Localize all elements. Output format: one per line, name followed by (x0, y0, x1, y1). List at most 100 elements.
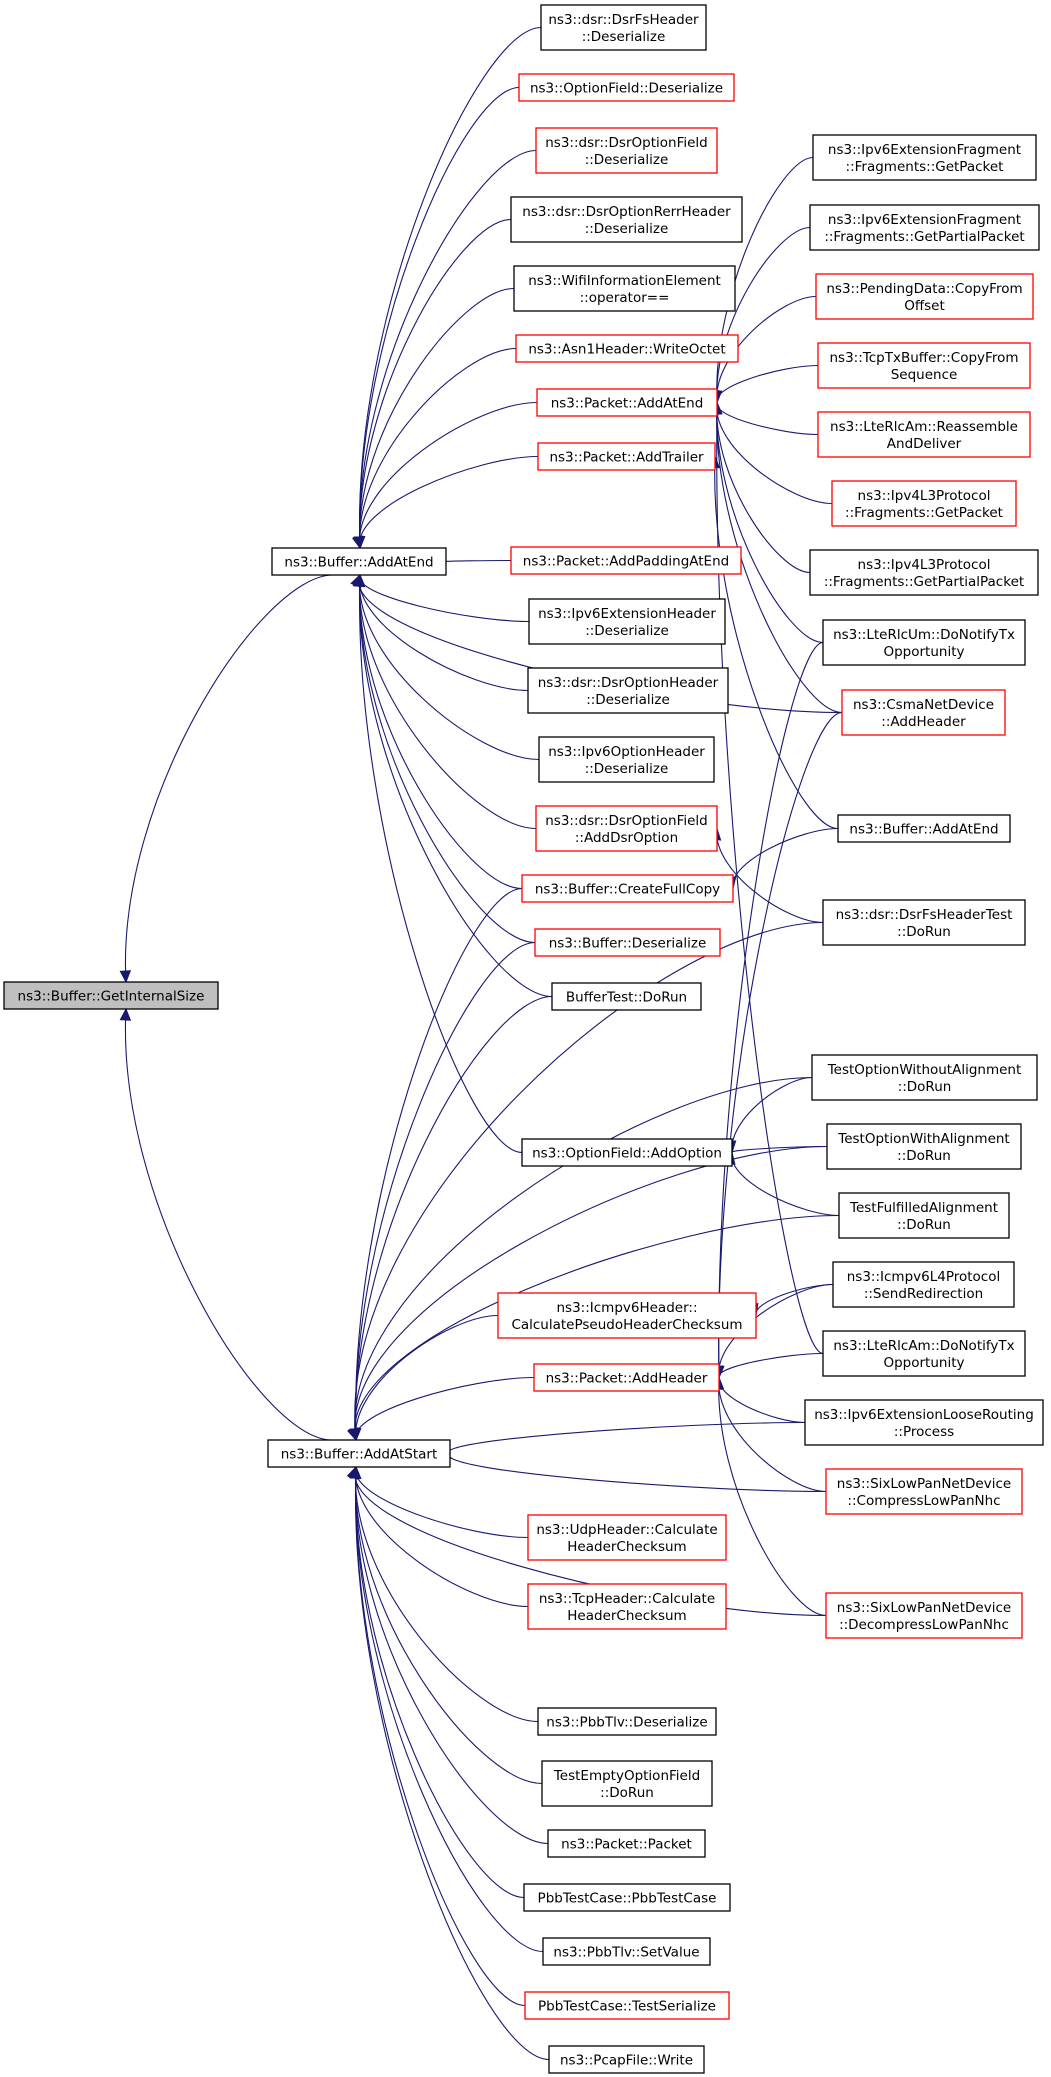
node-box (822, 1330, 1026, 1377)
node-icmpv6-send-redirect[interactable]: ns3::Icmpv6L4Protocol::SendRedirection (832, 1261, 1015, 1308)
node-label-line: ::AddDsrOption (575, 830, 678, 846)
node-label-line: ::DoRun (897, 1148, 951, 1164)
node-packet-add-padding[interactable]: ns3::Packet::AddPaddingAtEnd (510, 546, 742, 575)
node-csma-add-header[interactable]: ns3::CsmaNetDevice::AddHeader (841, 689, 1006, 736)
node-buffer-add-at-end2[interactable]: ns3::Buffer::AddAtEnd (837, 814, 1011, 843)
node-label-line: ::DecompressLowPanNhc (839, 1617, 1009, 1633)
node-label-line: ::Deserialize (585, 152, 669, 168)
node-test-empty-option-field[interactable]: TestEmptyOptionField::DoRun (541, 1760, 713, 1807)
node-label-line: ns3::Packet::AddHeader (546, 1371, 708, 1387)
edge-packet-add-at-end-to-add-at-end (359, 401, 538, 549)
node-ipv6-loose-routing[interactable]: ns3::Ipv6ExtensionLooseRouting::Process (804, 1399, 1044, 1446)
node-six-low-pan-compress[interactable]: ns3::SixLowPanNetDevice::CompressLowPanN… (825, 1468, 1023, 1515)
node-asn1-write-octet[interactable]: ns3::Asn1Header::WriteOctet (515, 334, 739, 363)
edge-buffer-test-do-run-to-add-at-start (354, 995, 553, 1441)
edge-buffer-create-full-copy-to-add-at-end (359, 574, 523, 890)
node-label-line: ns3::OptionField::Deserialize (530, 81, 723, 97)
node-test-fulfilled[interactable]: TestFulfilledAlignment::DoRun (838, 1192, 1010, 1239)
node-label-line: ::Deserialize (582, 29, 666, 45)
node-pbb-test-case[interactable]: PbbTestCase::PbbTestCase (523, 1883, 731, 1912)
node-test-option-with[interactable]: TestOptionWithAlignment::DoRun (826, 1123, 1022, 1170)
node-label-line: Sequence (891, 367, 958, 383)
node-label-line: ns3::LteRlcAm::DoNotifyTx (833, 1338, 1014, 1354)
node-label-line: TestFulfilledAlignment (849, 1200, 998, 1216)
node-pbb-tlv-set-value[interactable]: ns3::PbbTlv::SetValue (542, 1937, 711, 1966)
node-dsr-fs-header-deser[interactable]: ns3::dsr::DsrFsHeader::Deserialize (540, 4, 707, 51)
node-box (510, 546, 742, 575)
edge-ipv4-frag-get-packet-to-packet-add-at-end (716, 402, 833, 505)
node-label-line: ::Fragments::GetPartialPacket (824, 229, 1024, 245)
edge-test-empty-option-field-to-add-at-start (355, 1466, 543, 1785)
edge-lte-rlc-um-notify-to-packet-add-at-end (716, 402, 824, 644)
node-label-line: ns3::dsr::DsrOptionRerrHeader (522, 204, 731, 220)
node-option-field-deser[interactable]: ns3::OptionField::Deserialize (518, 73, 735, 102)
node-label-line: PbbTestCase::TestSerialize (538, 1999, 716, 2015)
node-label-line: AndDeliver (887, 436, 962, 452)
node-six-low-pan-decompress[interactable]: ns3::SixLowPanNetDevice::DecompressLowPa… (825, 1592, 1023, 1639)
edge-buffer-deserialize-to-add-at-end (359, 574, 536, 944)
node-label-line: ::SendRedirection (864, 1286, 983, 1302)
arrowhead (350, 573, 362, 588)
arrowhead (351, 535, 364, 550)
node-label-line: HeaderChecksum (567, 1539, 686, 1555)
node-dsr-option-field-add[interactable]: ns3::dsr::DsrOptionField::AddDsrOption (535, 805, 718, 852)
node-add-at-end[interactable]: ns3::Buffer::AddAtEnd (271, 547, 447, 576)
node-buffer-create-full-copy[interactable]: ns3::Buffer::CreateFullCopy (521, 874, 734, 903)
edge-dsr-fs-header-deser-to-add-at-end (359, 26, 542, 549)
node-label-line: ::DoRun (897, 1217, 951, 1233)
node-buffer-deserialize[interactable]: ns3::Buffer::Deserialize (534, 928, 721, 957)
node-buffer-test-do-run[interactable]: BufferTest::DoRun (551, 982, 702, 1011)
node-box (837, 814, 1011, 843)
node-packet-add-trailer[interactable]: ns3::Packet::AddTrailer (537, 442, 716, 471)
node-pcap-file-write[interactable]: ns3::PcapFile::Write (548, 2045, 705, 2074)
node-box (521, 874, 734, 903)
node-packet-add-at-end[interactable]: ns3::Packet::AddAtEnd (536, 388, 718, 417)
node-ipv6-frag-get-partial[interactable]: ns3::Ipv6ExtensionFragment::Fragments::G… (809, 204, 1040, 251)
edge-lte-rlc-am-notify-to-packet-add-header (718, 1352, 824, 1378)
node-packet-packet[interactable]: ns3::Packet::Packet (547, 1829, 706, 1858)
node-box (832, 1261, 1015, 1308)
node-dsr-fs-header-test[interactable]: ns3::dsr::DsrFsHeaderTest::DoRun (822, 899, 1026, 946)
node-add-at-start[interactable]: ns3::Buffer::AddAtStart (267, 1439, 451, 1468)
node-root[interactable]: ns3::Buffer::GetInternalSize (3, 981, 219, 1010)
edge-ipv6-loose-routing-to-packet-add-header (718, 1377, 806, 1424)
node-pbb-tlv-deser[interactable]: ns3::PbbTlv::Deserialize (537, 1707, 717, 1736)
node-label-line: ns3::dsr::DsrFsHeaderTest (836, 907, 1013, 923)
node-box (535, 127, 718, 174)
node-icmpv6-calc-checksum[interactable]: ns3::Icmpv6Header::CalculatePseudoHeader… (497, 1292, 757, 1339)
node-ipv6-option-header-deser[interactable]: ns3::Ipv6OptionHeader::Deserialize (538, 736, 715, 783)
node-label-line: ::Deserialize (585, 623, 669, 639)
node-label-line: ns3::UdpHeader::Calculate (536, 1522, 717, 1538)
node-test-option-without[interactable]: TestOptionWithoutAlignment::DoRun (811, 1054, 1038, 1101)
node-ipv6-ext-header-deser[interactable]: ns3::Ipv6ExtensionHeader::Deserialize (528, 598, 726, 645)
node-option-field-add-option[interactable]: ns3::OptionField::AddOption (521, 1138, 733, 1167)
node-wifi-info-elem[interactable]: ns3::WifiInformationElement::operator== (513, 265, 736, 312)
node-dsr-option-header-deser[interactable]: ns3::dsr::DsrOptionHeader::Deserialize (527, 667, 729, 714)
node-label-line: PbbTestCase::PbbTestCase (538, 1891, 717, 1907)
node-ipv4-frag-get-partial[interactable]: ns3::Ipv4L3Protocol::Fragments::GetParti… (809, 549, 1039, 596)
node-packet-add-header[interactable]: ns3::Packet::AddHeader (533, 1363, 720, 1392)
node-box (528, 598, 726, 645)
node-box (817, 342, 1031, 389)
node-ipv6-frag-get-packet[interactable]: ns3::Ipv6ExtensionFragment::Fragments::G… (812, 134, 1037, 181)
node-label-line: ::Fragments::GetPacket (845, 505, 1003, 521)
node-box (513, 265, 736, 312)
node-box (542, 1937, 711, 1966)
node-label-line: ::CompressLowPanNhc (847, 1493, 1000, 1509)
node-label-line: ns3::Asn1Header::WriteOctet (528, 342, 725, 358)
node-dsr-option-rerr-deser[interactable]: ns3::dsr::DsrOptionRerrHeader::Deseriali… (510, 196, 743, 243)
node-ipv4-frag-get-packet[interactable]: ns3::Ipv4L3Protocol::Fragments::GetPacke… (831, 480, 1017, 527)
edge-tcp-tx-buffer-copy-to-packet-add-at-end (716, 364, 819, 403)
edge-six-low-pan-compress-to-packet-add-header (718, 1377, 827, 1493)
node-dsr-option-field-deser[interactable]: ns3::dsr::DsrOptionField::Deserialize (535, 127, 718, 174)
node-label-line: ::Deserialize (586, 692, 670, 708)
edge-udp-calc-checksum-to-add-at-start (355, 1466, 529, 1539)
node-pbb-test-serialize[interactable]: PbbTestCase::TestSerialize (524, 1991, 730, 2020)
